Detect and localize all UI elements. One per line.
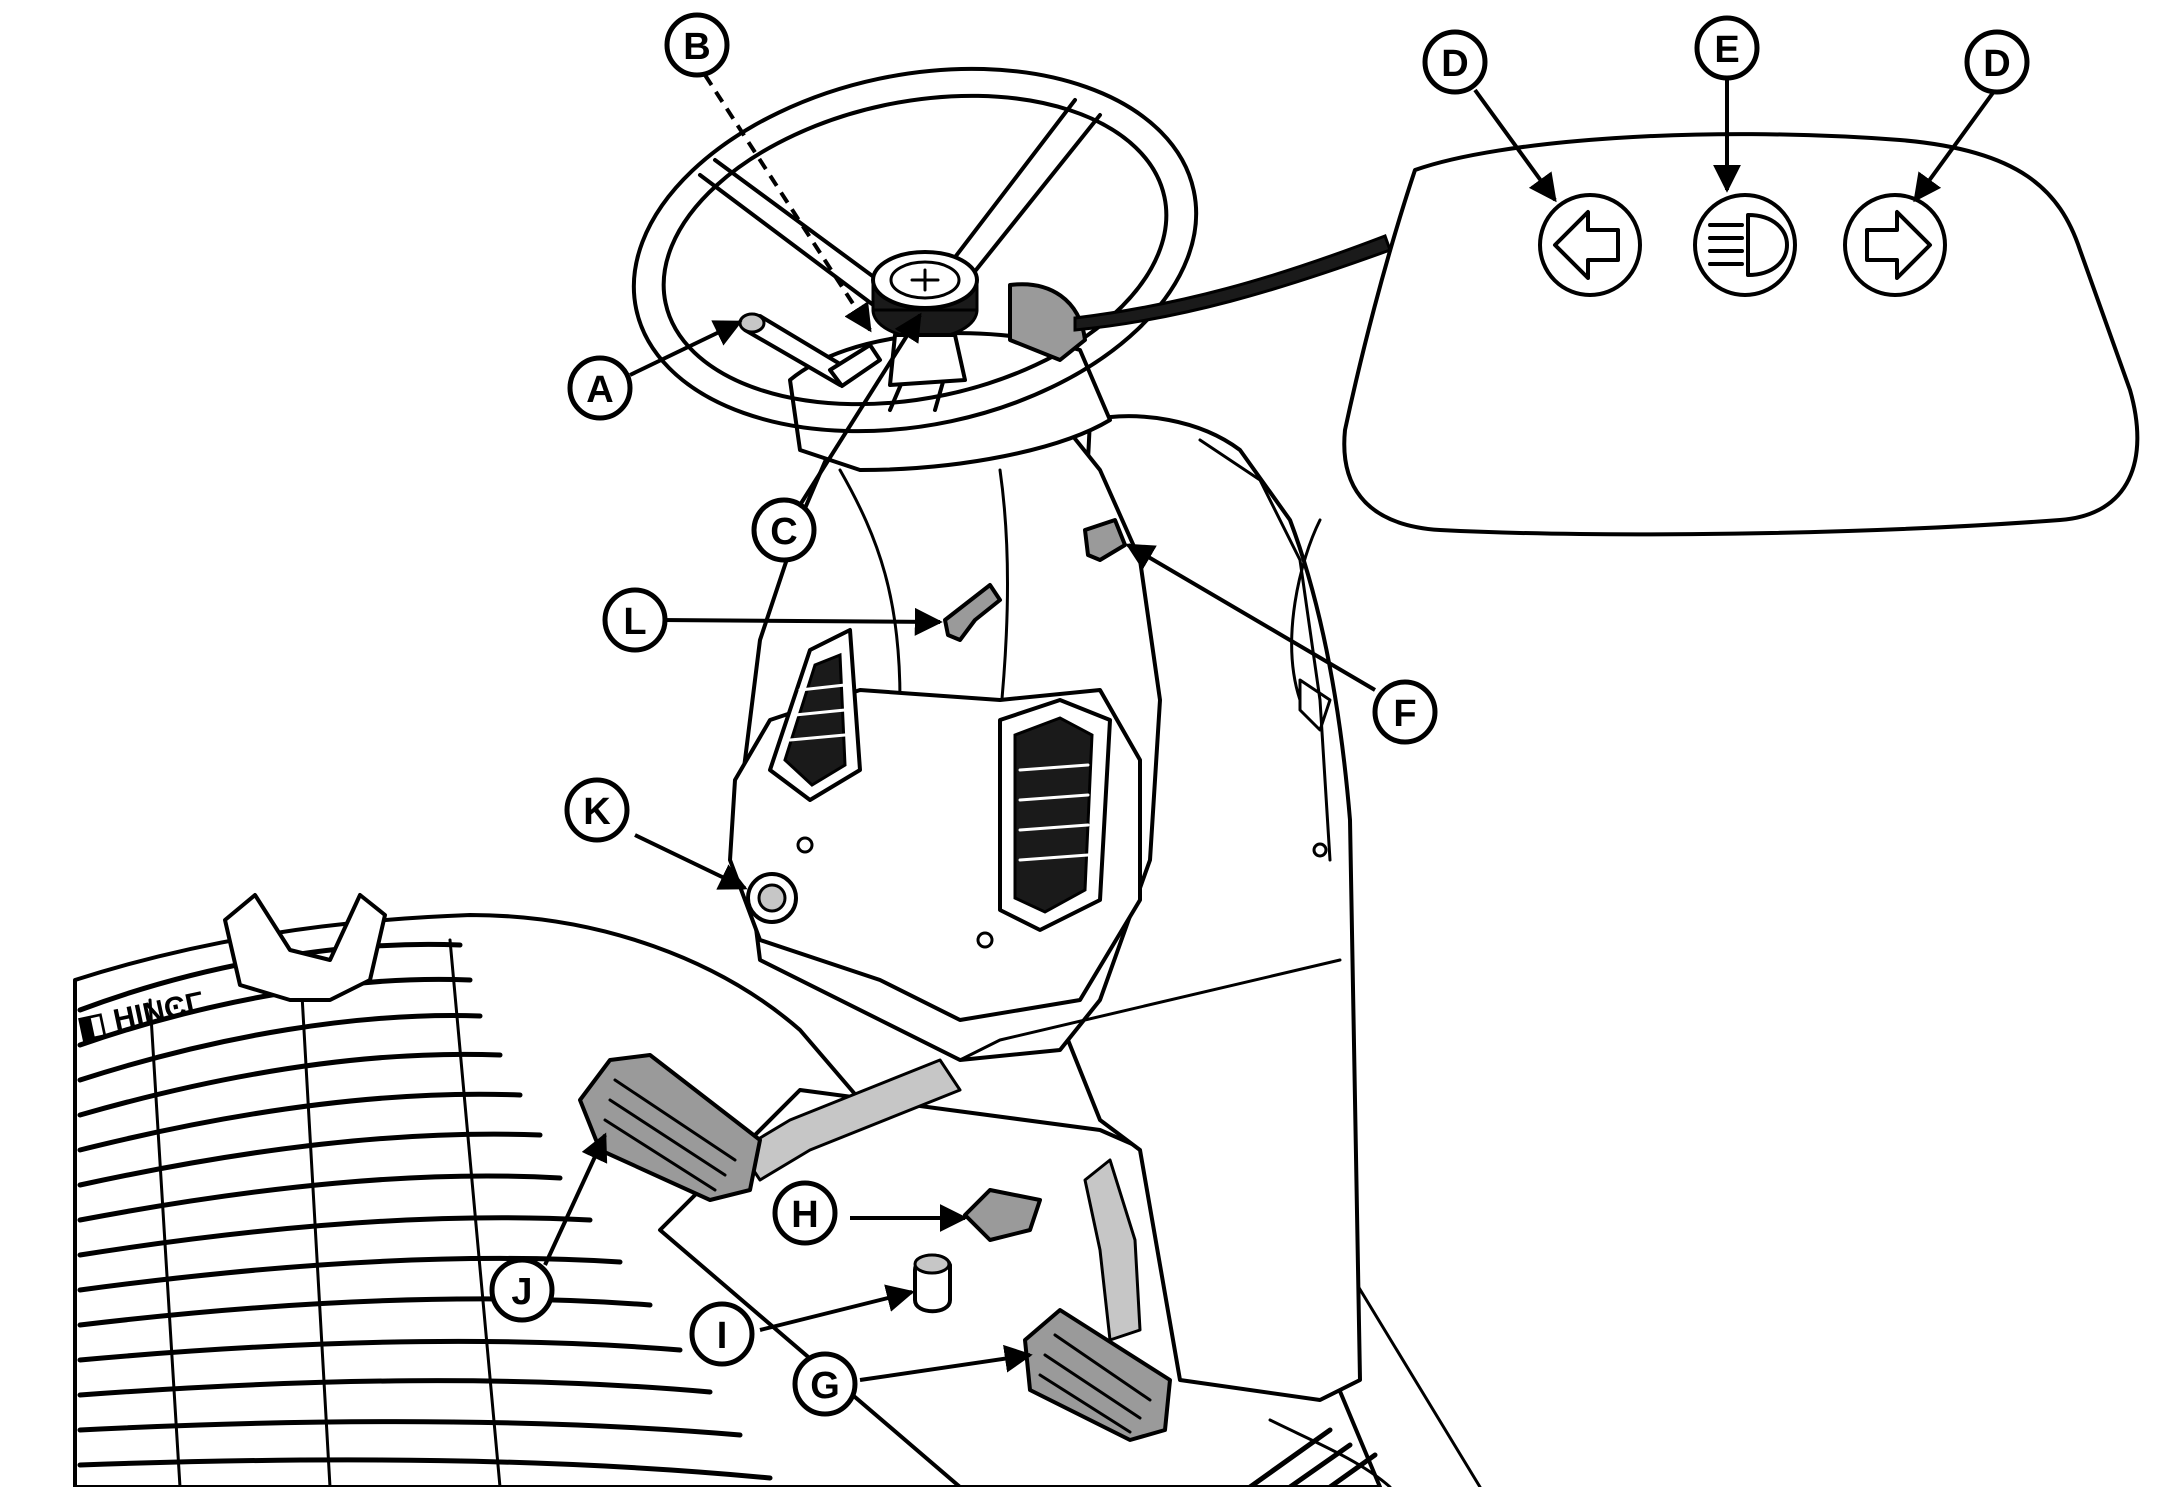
svg-text:E: E <box>1714 29 1739 71</box>
pto-switch[interactable] <box>1083 518 1127 562</box>
callout-j: J <box>489 1257 555 1323</box>
callout-f: F <box>1372 679 1438 745</box>
front-bracket <box>223 893 387 1002</box>
callout-h: H <box>772 1180 838 1246</box>
svg-text:H: H <box>791 1194 818 1236</box>
svg-text:G: G <box>810 1365 840 1407</box>
turn-signal-left-icon <box>1538 193 1642 297</box>
left-vent <box>768 628 862 802</box>
callout-d-left: D <box>1422 29 1488 95</box>
callout-k: K <box>564 777 630 843</box>
svg-text:F: F <box>1393 693 1416 735</box>
brake-pedal[interactable] <box>578 1053 762 1202</box>
svg-text:C: C <box>770 511 797 553</box>
callout-e: E <box>1694 15 1760 81</box>
callout-c: C <box>751 497 817 563</box>
reverse-pedal[interactable] <box>963 1188 1042 1242</box>
svg-text:K: K <box>583 791 611 833</box>
right-vent <box>998 698 1112 932</box>
hood-grille <box>77 938 773 1487</box>
svg-text:I: I <box>717 1315 728 1357</box>
indicator-panel-location <box>1008 282 1087 362</box>
callout-l: L <box>602 587 668 653</box>
svg-text:J: J <box>511 1271 532 1313</box>
indicator-panel-inset <box>1073 132 2140 537</box>
throttle-lever[interactable] <box>943 583 1002 642</box>
headlight-icon <box>1693 193 1797 297</box>
reverse-pedal-assembly <box>913 1158 1172 1442</box>
callout-g: G <box>792 1351 858 1417</box>
steering-knob[interactable] <box>871 250 979 340</box>
turn-signal-right-icon <box>1843 193 1947 297</box>
leader-lines <box>543 73 1997 1382</box>
steering-wheel[interactable] <box>600 20 1230 481</box>
forward-pedal[interactable] <box>1023 1308 1172 1442</box>
svg-text:B: B <box>683 26 710 68</box>
callout-i: I <box>689 1301 755 1367</box>
hood: ◧ ΗΙΝϾΓ <box>73 893 962 1487</box>
svg-text:D: D <box>1983 43 2010 85</box>
callout-a: A <box>567 355 633 421</box>
turn-signal-stalk[interactable] <box>738 312 882 388</box>
svg-text:L: L <box>623 601 646 643</box>
svg-text:A: A <box>586 369 613 411</box>
dash-console <box>728 331 1362 1402</box>
svg-text:D: D <box>1441 43 1468 85</box>
brake-pedal-assembly <box>578 1053 962 1202</box>
callout-b: B <box>664 12 730 78</box>
callout-d-right: D <box>1964 29 2030 95</box>
